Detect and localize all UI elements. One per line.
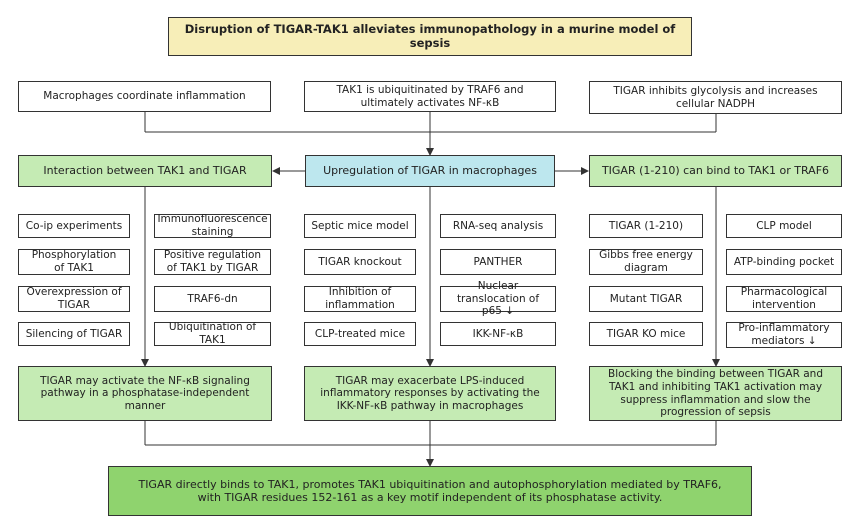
top-box-left: Macrophages coordinate inflammation [18, 81, 271, 112]
left-item-2: Phosphorylation of TAK1 [18, 249, 130, 275]
mid-box-right: TIGAR (1-210) can bind to TAK1 or TRAF6 [589, 155, 842, 187]
left-item-6: Positive regulation of TAK1 by TIGAR [154, 249, 271, 275]
final-conclusion: TIGAR directly binds to TAK1, promotes T… [108, 466, 752, 516]
center-item-7: Nuclear translocation of p65 ↓ [440, 280, 556, 317]
left-item-8: Ubiquitination of TAK1 [154, 321, 271, 346]
mid-box-center: Upregulation of TIGAR in macrophages [305, 155, 555, 187]
left-item-7: TRAF6-dn [154, 286, 271, 312]
left-item-4: Silencing of TIGAR [18, 322, 130, 346]
left-item-1: Co-ip experiments [18, 214, 130, 238]
conclusion-center: TIGAR may exacerbate LPS-induced inflamm… [304, 366, 556, 421]
center-item-5: RNA-seq analysis [440, 214, 556, 238]
center-item-8: IKK-NF-κB [440, 322, 556, 346]
right-item-1: TIGAR (1-210) [589, 214, 703, 238]
conclusion-left: TIGAR may activate the NF-κB signaling p… [18, 366, 272, 421]
center-item-1: Septic mice model [304, 214, 416, 238]
right-item-6: ATP-binding pocket [726, 249, 842, 275]
conclusion-right: Blocking the binding between TIGAR and T… [589, 366, 842, 421]
right-item-8: Pro-inflammatory mediators ↓ [726, 322, 842, 348]
right-item-3: Mutant TIGAR [589, 286, 703, 312]
center-item-4: CLP-treated mice [304, 322, 416, 346]
right-item-4: TIGAR KO mice [589, 322, 703, 346]
right-item-2: Gibbs free energy diagram [589, 249, 703, 275]
mid-box-left: Interaction between TAK1 and TIGAR [18, 155, 272, 187]
center-item-6: PANTHER [440, 249, 556, 275]
left-item-5: Immunofluorescence staining [154, 213, 271, 238]
center-item-3: Inhibition of inflammation [304, 286, 416, 312]
right-item-7: Pharmacological intervention [726, 286, 842, 312]
top-box-center: TAK1 is ubiquitinated by TRAF6 and ultim… [304, 81, 556, 112]
center-item-2: TIGAR knockout [304, 249, 416, 275]
top-box-right: TIGAR inhibits glycolysis and increases … [589, 81, 842, 114]
right-item-5: CLP model [726, 214, 842, 238]
diagram-title: Disruption of TIGAR-TAK1 alleviates immu… [168, 17, 692, 56]
left-item-3: Overexpression of TIGAR [18, 286, 130, 312]
